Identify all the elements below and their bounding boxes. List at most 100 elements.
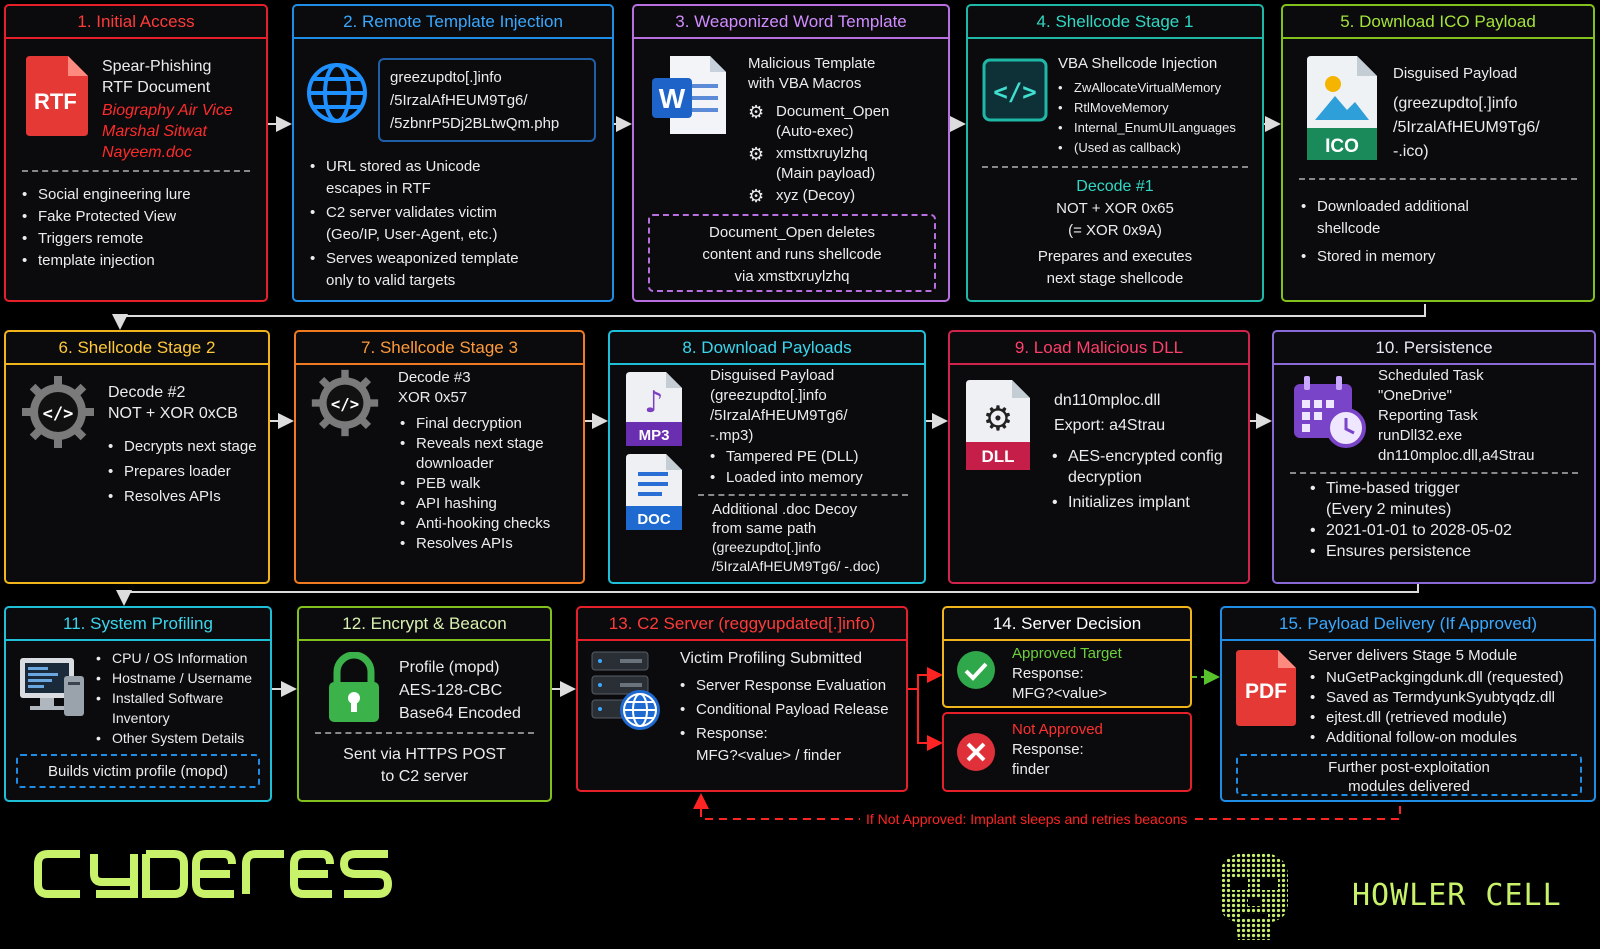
arrow-5-6 xyxy=(112,304,1426,330)
word-doc-icon: W xyxy=(652,56,726,139)
bullet-list: Social engineering lureFake Protected Vi… xyxy=(20,184,191,272)
bullet-list: Decrypts next stagePrepares loaderResolv… xyxy=(106,434,257,509)
gear-code-icon: </> xyxy=(20,374,96,455)
box-title: 10. Persistence xyxy=(1274,332,1594,365)
bullet-list: Tampered PE (DLL)Loaded into memory xyxy=(708,446,863,488)
approved-response: Response:MFG?<value> xyxy=(1012,665,1108,702)
lock-icon xyxy=(327,651,381,729)
globe-icon xyxy=(306,62,368,129)
box-title: 7. Shellcode Stage 3 xyxy=(296,332,583,365)
gear-icon: ⚙ xyxy=(748,144,765,164)
denied-label: Not Approved xyxy=(1012,721,1103,738)
dll-file-icon: ⚙ DLL xyxy=(966,380,1030,475)
box-remote-template-injection: 2. Remote Template Injection greezupdto[… xyxy=(292,4,614,302)
ico-path: (greezupdto[.]info/5IrzalAfHEUM9Tg6/-.ic… xyxy=(1393,95,1540,160)
bullet-list: Final decryptionReveals next stagedownlo… xyxy=(398,414,550,554)
box-load-malicious-dll: 9. Load Malicious DLL ⚙ DLL dn110mploc.dl… xyxy=(948,330,1250,584)
svg-text:W: W xyxy=(659,83,686,114)
bullet-list: Time-based trigger(Every 2 minutes)2021-… xyxy=(1308,478,1512,562)
server-globe-icon xyxy=(590,650,662,739)
svg-text:MP3: MP3 xyxy=(639,427,670,444)
box-persistence: 10. Persistence Scheduled Task"OneDrive"… xyxy=(1272,330,1596,584)
rtf-file-icon: RTF xyxy=(26,56,88,141)
decode-info: Decode #1 NOT + XOR 0x65 (= XOR 0x9A) Pr… xyxy=(1037,178,1193,287)
svg-text:DLL: DLL xyxy=(981,447,1014,466)
box-not-approved: Not Approved Response:finder xyxy=(942,712,1192,792)
api-list: ZwAllocateVirtualMemoryRtlMoveMemoryInte… xyxy=(1056,78,1236,158)
denied-response: Response:finder xyxy=(1012,741,1084,778)
box-title: 12. Encrypt & Beacon xyxy=(299,608,550,641)
howler-cell-logo: HOWLER CELL xyxy=(1352,878,1562,913)
cyderes-logo: cyderes xyxy=(34,848,454,905)
svg-text:♪: ♪ xyxy=(644,385,663,420)
macro-list: ⚙Document_Open(Auto-exec) ⚙xmsttxruylzhq… xyxy=(748,102,890,206)
svg-text:⚙: ⚙ xyxy=(983,399,1013,439)
howler-skull-icon xyxy=(1206,848,1302,949)
c2-heading: Victim Profiling Submitted xyxy=(680,650,862,667)
arrow-13-denied xyxy=(917,689,943,751)
gear-code-icon: </> xyxy=(310,368,380,443)
box-server-decision-title: 14. Server Decision Approved Target Resp… xyxy=(942,606,1192,708)
box-system-profiling: 11. System Profiling CPU / OS Informatio… xyxy=(4,606,272,802)
box-title: 5. Download ICO Payload xyxy=(1283,6,1593,39)
payload-path: Disguised Payload(greezupdto[.]info/5Irz… xyxy=(710,367,848,444)
box-title: 8. Download Payloads xyxy=(610,332,924,365)
box-title: 9. Load Malicious DLL xyxy=(950,332,1248,365)
box-title: 11. System Profiling xyxy=(6,608,270,641)
profile-note-box: Builds victim profile (mopd) xyxy=(16,754,260,788)
image-file-icon: ICO xyxy=(1307,56,1377,165)
box-title: 1. Initial Access xyxy=(6,6,266,39)
stage-heading: VBA Shellcode Injection xyxy=(1058,55,1218,72)
box-title: 6. Shellcode Stage 2 xyxy=(6,332,268,365)
template-url-box: greezupdto[.]info/5IrzalAfHEUM9Tg6//5zbn… xyxy=(378,58,596,142)
svg-text:</>: </> xyxy=(331,394,359,413)
bullet-list: Server Response EvaluationConditional Pa… xyxy=(678,674,889,766)
delivery-heading: Server delivers Stage 5 Module xyxy=(1308,647,1518,664)
svg-text:</>: </> xyxy=(993,78,1036,106)
arrow-10-11 xyxy=(116,584,1419,606)
box-title: 14. Server Decision xyxy=(944,608,1190,641)
box-title: 3. Weaponized Word Template xyxy=(634,6,948,39)
box-weaponized-word-template: 3. Weaponized Word Template W Malicious … xyxy=(632,4,950,302)
x-icon xyxy=(956,732,996,777)
payload-heading: Disguised Payload xyxy=(1393,65,1518,82)
approved-label: Approved Target xyxy=(1012,645,1122,662)
svg-text:DOC: DOC xyxy=(637,511,671,528)
svg-text:ICO: ICO xyxy=(1325,136,1359,157)
arrow-13-approved xyxy=(908,667,943,690)
gear-icon: ⚙ xyxy=(748,102,765,122)
bullet-list: Downloaded additionalshellcodeStored in … xyxy=(1299,196,1469,268)
mp3-file-icon: ♪ MP3 xyxy=(626,372,682,451)
box-encrypt-beacon: 12. Encrypt & Beacon Profile (mopd)AES-1… xyxy=(297,606,552,802)
bullet-list: NuGetPackgingdunk.dll (requested)Saved a… xyxy=(1308,668,1564,748)
pdf-file-icon: PDF xyxy=(1236,650,1296,731)
calendar-clock-icon xyxy=(1292,374,1368,455)
box-title: 15. Payload Delivery (If Approved) xyxy=(1222,608,1594,641)
box-title: 2. Remote Template Injection xyxy=(294,6,612,39)
bullet-list: CPU / OS InformationHostname / UsernameI… xyxy=(94,648,252,748)
box-shellcode-stage-1: 4. Shellcode Stage 1 </> VBA Shellcode I… xyxy=(966,4,1264,302)
bullet-list: AES-encrypted configdecryptionInitialize… xyxy=(1050,446,1223,513)
svg-text:PDF: PDF xyxy=(1245,680,1287,703)
box-title: 4. Shellcode Stage 1 xyxy=(968,6,1262,39)
computer-icon xyxy=(18,656,86,725)
box-c2-server: 13. C2 Server (reggyupdated[.]info) Vict… xyxy=(576,606,908,792)
box-title: 13. C2 Server (reggyupdated[.]info) xyxy=(578,608,906,641)
